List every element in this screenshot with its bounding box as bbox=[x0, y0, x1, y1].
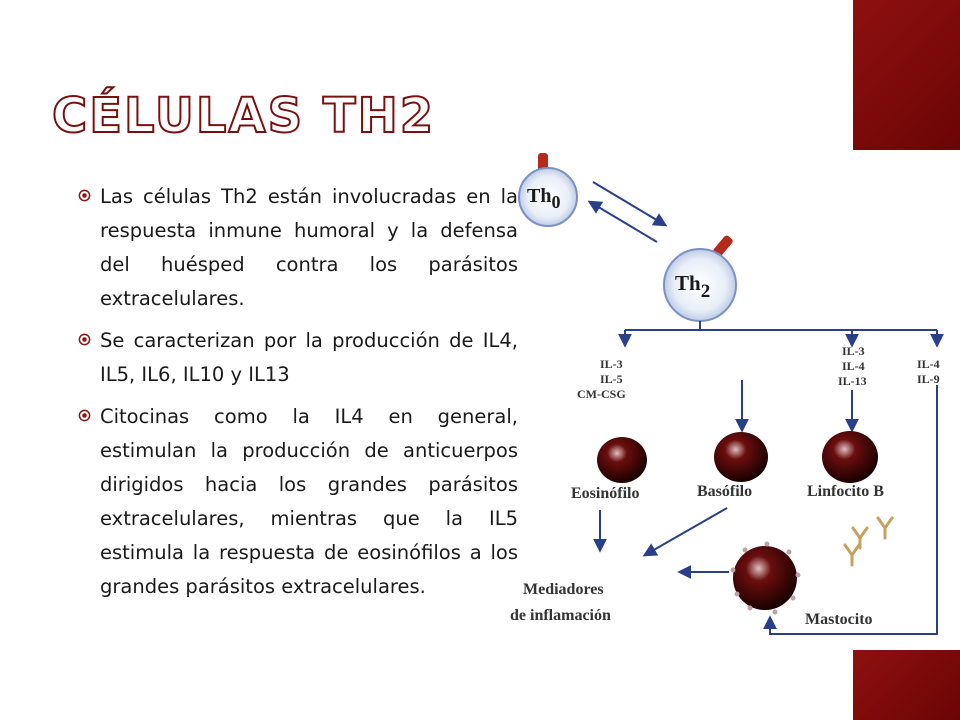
bullet-item-1: Las células Th2 están involucradas en la… bbox=[78, 180, 518, 316]
arrow-th0-th2 bbox=[592, 181, 668, 227]
arrow-baso-mediators bbox=[642, 507, 728, 557]
bullet-circle-icon bbox=[78, 333, 91, 346]
lymphocyte-label: Linfocito B bbox=[807, 483, 884, 500]
corner-decoration-top bbox=[853, 0, 960, 150]
cytokine-eos-3: CM-CSG bbox=[577, 387, 626, 401]
bullet-list: Las células Th2 están involucradas en la… bbox=[78, 180, 518, 612]
th2-label: Th bbox=[675, 271, 701, 295]
slide-title: Células Th2 bbox=[51, 87, 436, 145]
th2-cell: Th2 bbox=[663, 235, 737, 322]
svg-text:Th2: Th2 bbox=[675, 271, 710, 302]
th2-sub: 2 bbox=[701, 281, 711, 302]
bullet-item-2: Se caracterizan por la producción de IL4… bbox=[78, 324, 518, 392]
cytokine-mast-1: IL-4 bbox=[917, 357, 940, 371]
basophil-cell: Basófilo bbox=[697, 432, 768, 500]
eosinophil-cell: Eosinófilo bbox=[571, 437, 647, 502]
cytokine-eos-1: IL-3 bbox=[600, 357, 623, 371]
th0-label: Th bbox=[527, 185, 551, 207]
th0-body bbox=[518, 167, 578, 227]
bullet-text-3: Citocinas como la IL4 en general, estimu… bbox=[100, 405, 518, 598]
connector-mast-return bbox=[763, 385, 938, 635]
cytokine-eos-2: IL-5 bbox=[600, 372, 623, 386]
th2-receptor bbox=[713, 235, 733, 257]
bullet-circle-icon bbox=[78, 409, 91, 422]
th0-sub: 0 bbox=[551, 192, 560, 212]
basophil-label: Basófilo bbox=[697, 483, 752, 500]
th2-diagram: Th0 Th2 IL-3 IL-5 CM-CSG IL-3 IL-4 IL-13… bbox=[510, 153, 944, 635]
th0-cell: Th0 bbox=[518, 153, 578, 227]
eosinophil-label: Eosinófilo bbox=[571, 485, 639, 502]
corner-decoration-bottom bbox=[853, 650, 960, 720]
mast-cell-label: Mastocito bbox=[805, 611, 873, 628]
cytokine-lymph-2: IL-4 bbox=[842, 359, 865, 373]
mediators-label-1: Mediadores bbox=[523, 581, 604, 598]
cytokine-mast-2: IL-9 bbox=[917, 372, 940, 386]
bullet-item-3: Citocinas como la IL4 en general, estimu… bbox=[78, 400, 518, 604]
lymphocyte-cell: Linfocito B bbox=[807, 431, 884, 500]
svg-text:Th0: Th0 bbox=[527, 185, 560, 212]
bullet-text-1: Las células Th2 están involucradas en la… bbox=[100, 185, 518, 310]
cytokine-lymph-1: IL-3 bbox=[842, 344, 865, 358]
cytokine-lymph-3: IL-13 bbox=[838, 374, 867, 388]
arrow-th2-th0 bbox=[587, 200, 658, 243]
mediators-label-2: de inflamación bbox=[510, 607, 611, 624]
bullet-text-2: Se caracterizan por la producción de IL4… bbox=[100, 329, 518, 386]
antibody-icons bbox=[843, 516, 894, 567]
mast-cell: Mastocito bbox=[730, 541, 873, 628]
bullet-circle-icon bbox=[78, 189, 91, 202]
